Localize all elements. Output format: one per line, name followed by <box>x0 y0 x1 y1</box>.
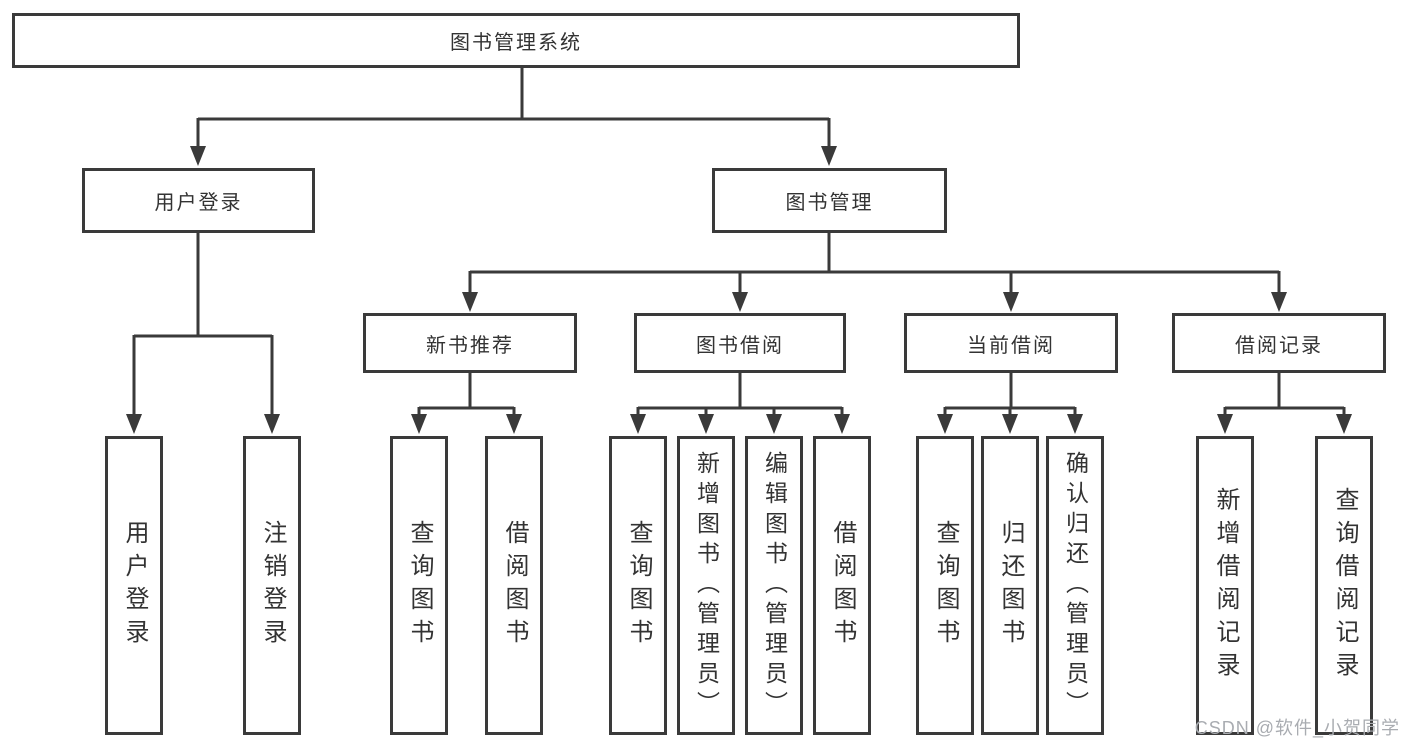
leaf-borrowing-query-books: 查询图书 <box>609 436 667 735</box>
leaf-logout-login: 注销登录 <box>243 436 301 735</box>
box-library-system: 图书管理系统 <box>12 13 1020 68</box>
leaf-current-query-books-label: 查询图书 <box>932 519 959 652</box>
leaf-borrowing-borrow-books: 借阅图书 <box>813 436 871 735</box>
leaf-records-add-record-label: 新增借阅记录 <box>1212 486 1239 685</box>
leaf-records-query-record: 查询借阅记录 <box>1315 436 1373 735</box>
leaf-recommend-borrow-books: 借阅图书 <box>485 436 543 735</box>
leaf-records-add-record: 新增借阅记录 <box>1196 436 1254 735</box>
leaf-borrowing-add-book-admin: 新增图书（管理员） <box>677 436 735 735</box>
leaf-borrowing-borrow-books-label: 借阅图书 <box>829 519 856 652</box>
box-user-login: 用户登录 <box>82 168 315 233</box>
box-new-book-recommend: 新书推荐 <box>363 313 577 373</box>
leaf-current-confirm-return-admin-label: 确认归还（管理员） <box>1062 450 1089 721</box>
leaf-borrowing-edit-book-admin: 编辑图书（管理员） <box>745 436 803 735</box>
leaf-borrowing-query-books-label: 查询图书 <box>625 519 652 652</box>
leaf-current-query-books: 查询图书 <box>916 436 974 735</box>
leaf-records-query-record-label: 查询借阅记录 <box>1331 486 1358 685</box>
leaf-recommend-borrow-books-label: 借阅图书 <box>501 519 528 652</box>
box-book-management: 图书管理 <box>712 168 947 233</box>
leaf-borrowing-add-book-admin-label: 新增图书（管理员） <box>693 450 720 721</box>
leaf-current-confirm-return-admin: 确认归还（管理员） <box>1046 436 1104 735</box>
leaf-current-return-books-label: 归还图书 <box>997 519 1024 652</box>
leaf-logout-login-label: 注销登录 <box>259 519 286 652</box>
leaf-user-login-label: 用户登录 <box>121 519 148 652</box>
box-book-borrowing: 图书借阅 <box>634 313 846 373</box>
leaf-recommend-query-books-label: 查询图书 <box>406 519 433 652</box>
box-current-borrowing: 当前借阅 <box>904 313 1118 373</box>
csdn-watermark: CSDN @软件_小贺同学 <box>1194 718 1400 738</box>
leaf-recommend-query-books: 查询图书 <box>390 436 448 735</box>
box-borrowing-records: 借阅记录 <box>1172 313 1386 373</box>
leaf-borrowing-edit-book-admin-label: 编辑图书（管理员） <box>761 450 788 721</box>
leaf-user-login: 用户登录 <box>105 436 163 735</box>
leaf-current-return-books: 归还图书 <box>981 436 1039 735</box>
